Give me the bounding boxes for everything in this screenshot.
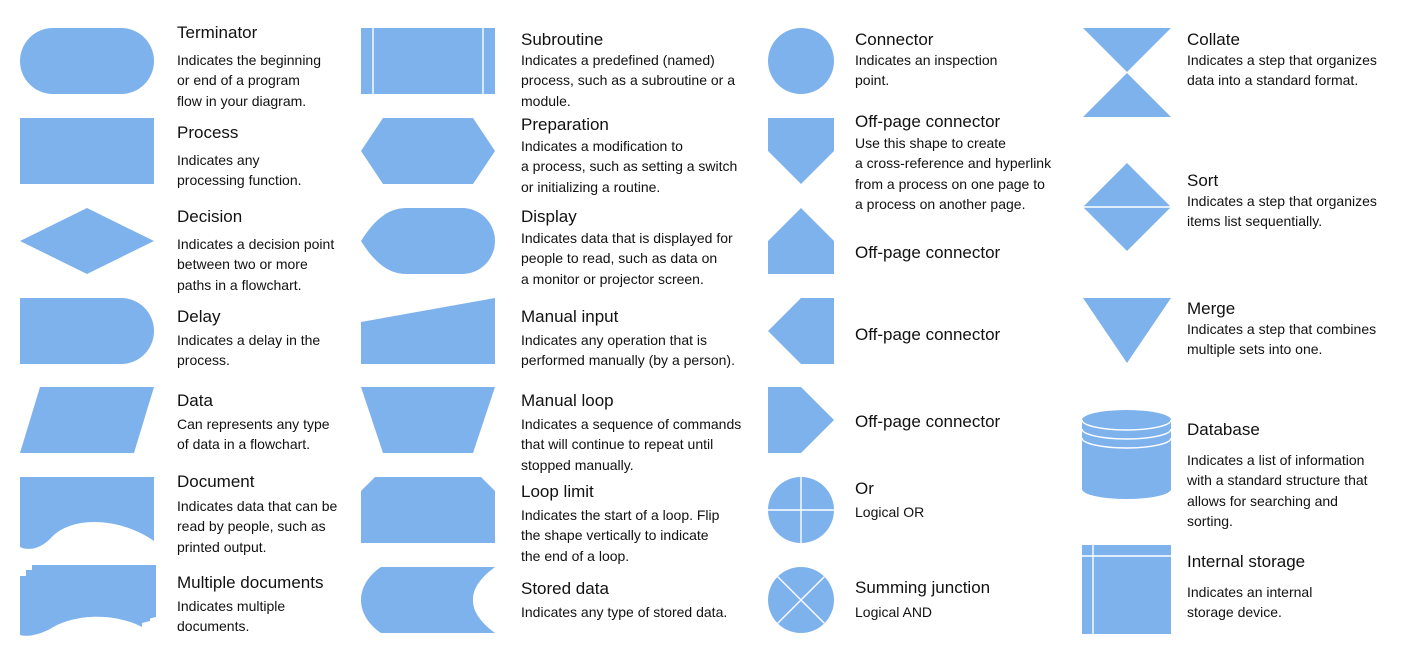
connector-title: Connector (855, 30, 934, 49)
connector-shape-icon (768, 28, 834, 94)
internal-storage-title: Internal storage (1187, 552, 1306, 571)
process-title: Process (177, 123, 239, 142)
off-page-connector-left-title: Off-page connector (855, 325, 1001, 344)
internal-storage-shape-icon (1082, 545, 1171, 634)
manual-input-title: Manual input (521, 307, 619, 326)
off-page-connector-left-icon (768, 298, 834, 364)
manual-input-description: Indicates any operation that is performe… (521, 332, 735, 369)
document-description: Indicates data that can be read by peopl… (177, 498, 338, 555)
delay-title: Delay (177, 307, 221, 326)
display-description: Indicates data that is displayed for peo… (521, 230, 733, 287)
manual-loop-description: Indicates a sequence of commands that wi… (521, 416, 742, 473)
database-description: Indicates a list of information with a s… (1187, 452, 1368, 529)
manual-input-shape-icon (361, 298, 495, 364)
off-page-connector-title: Off-page connector (855, 112, 1001, 131)
internal-storage-description: Indicates an internal storage device. (1187, 584, 1313, 621)
decision-shape-icon (20, 208, 154, 274)
process-description: Indicates any processing function. (177, 152, 302, 189)
connector-description: Indicates an inspection point. (855, 52, 998, 89)
off-page-connector-right-title: Off-page connector (855, 412, 1001, 431)
stored-data-description: Indicates any type of stored data. (521, 604, 728, 620)
preparation-description: Indicates a modification to a process, s… (521, 138, 738, 195)
sort-description: Indicates a step that organizes items li… (1187, 193, 1377, 230)
collate-shape-icon (1083, 28, 1171, 117)
delay-shape-icon (20, 298, 154, 364)
stored-data-title: Stored data (521, 579, 609, 598)
process-shape-icon (20, 118, 154, 184)
loop-limit-title: Loop limit (521, 482, 594, 501)
sort-shape-icon (1083, 163, 1171, 251)
data-description: Can represents any type of data in a flo… (177, 416, 330, 453)
decision-title: Decision (177, 207, 243, 226)
manual-loop-shape-icon (361, 387, 495, 453)
preparation-shape-icon (361, 118, 495, 184)
terminator-description: Indicates the beginning or end of a prog… (177, 52, 321, 109)
summing-junction-shape-icon (768, 567, 834, 633)
data-shape-icon (20, 387, 154, 453)
decision-description: Indicates a decision point between two o… (177, 236, 335, 293)
subroutine-shape-icon (361, 28, 495, 94)
document-title: Document (177, 472, 255, 491)
delay-description: Indicates a delay in the process. (177, 332, 321, 369)
terminator-shape-icon (20, 28, 154, 94)
off-page-connector-up-title: Off-page connector (855, 243, 1001, 262)
display-title: Display (521, 207, 577, 226)
loop-limit-description: Indicates the start of a loop. Flip the … (521, 507, 720, 564)
merge-shape-icon (1083, 298, 1171, 363)
or-title: Or (855, 479, 874, 498)
off-page-connector-description: Use this shape to create a cross-referen… (855, 135, 1052, 212)
loop-limit-shape-icon (361, 477, 495, 543)
summing-junction-title: Summing junction (855, 578, 991, 597)
document-shape-icon (20, 477, 154, 549)
subroutine-description: Indicates a predefined (named) process, … (521, 52, 736, 109)
display-shape-icon (361, 208, 495, 274)
sort-title: Sort (1187, 171, 1219, 190)
or-description: Logical OR (855, 504, 925, 520)
database-title: Database (1187, 420, 1260, 439)
merge-title: Merge (1187, 299, 1236, 318)
collate-title: Collate (1187, 30, 1240, 49)
collate-description: Indicates a step that organizes data int… (1187, 52, 1377, 89)
multiple-documents-title: Multiple documents (177, 573, 324, 592)
summing-junction-description: Logical AND (855, 604, 933, 620)
subroutine-title: Subroutine (521, 30, 604, 49)
off-page-connector-up-icon (768, 208, 834, 274)
multiple-documents-shape-icon (20, 565, 156, 636)
merge-description: Indicates a step that combines multiple … (1187, 321, 1377, 358)
multiple-documents-description: Indicates multiple documents. (177, 598, 286, 635)
or-shape-icon (768, 477, 834, 543)
off-page-connector-right-icon (768, 387, 834, 453)
terminator-title: Terminator (177, 23, 258, 42)
manual-loop-title: Manual loop (521, 391, 614, 410)
preparation-title: Preparation (521, 115, 609, 134)
off-page-connector-down-icon (768, 118, 834, 184)
data-title: Data (177, 391, 213, 410)
database-shape-icon (1081, 410, 1172, 499)
stored-data-shape-icon (361, 567, 495, 633)
